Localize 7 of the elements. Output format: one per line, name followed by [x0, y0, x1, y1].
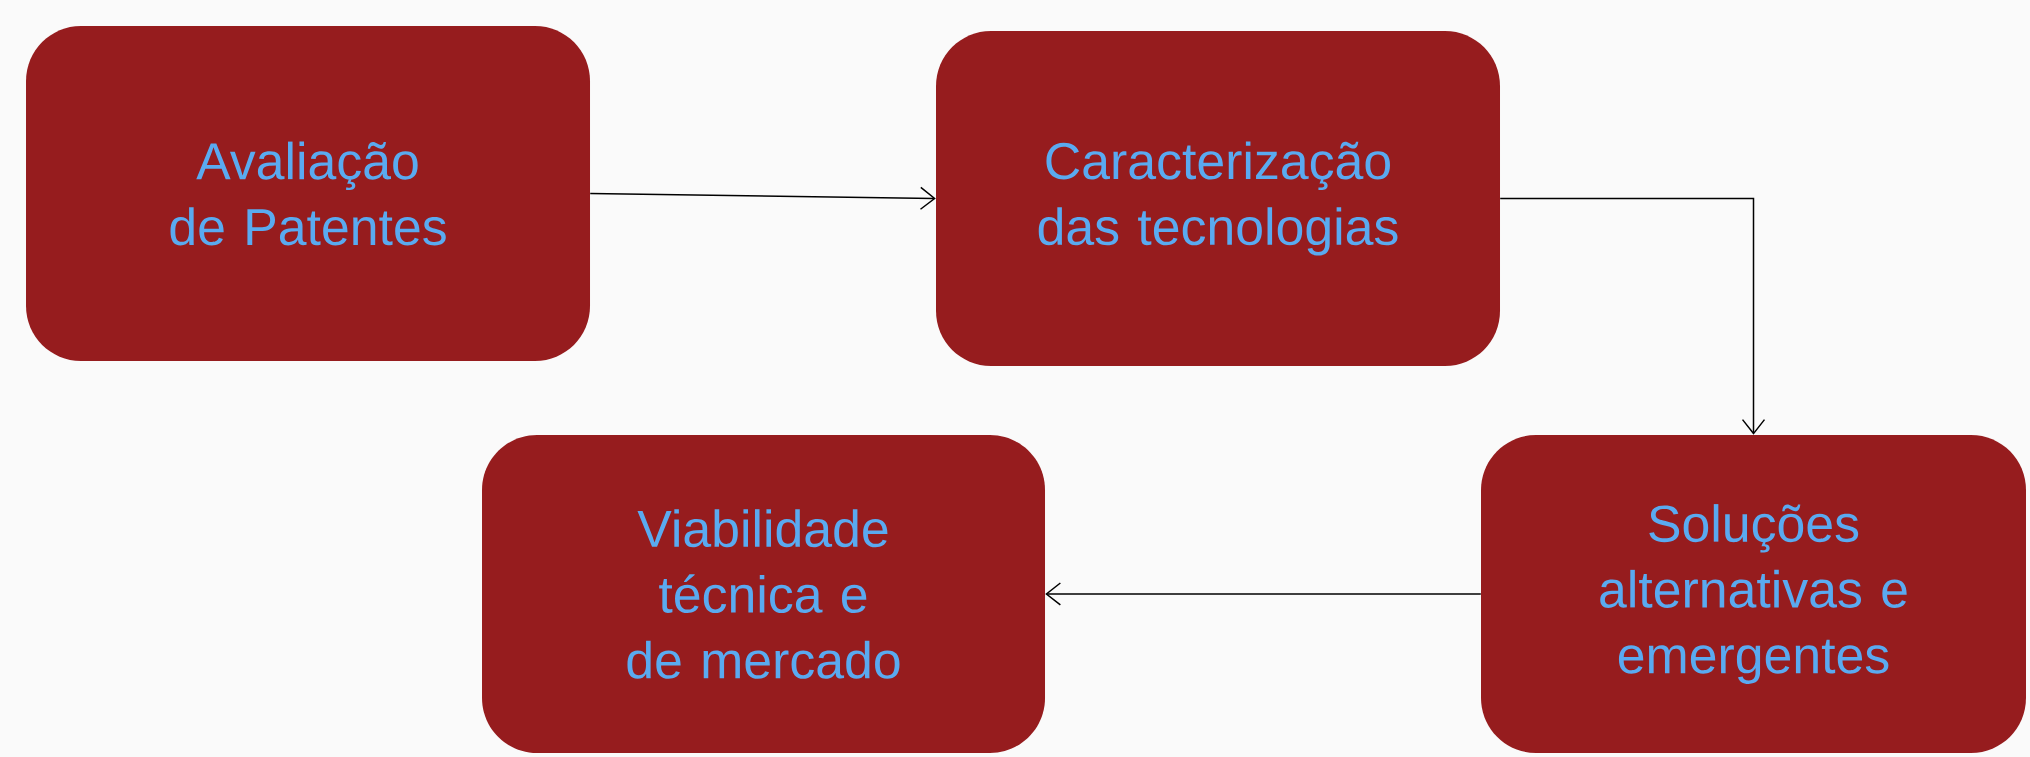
- arrow: [589, 186, 936, 210]
- process-box: Viabilidade técnica e de mercado: [482, 435, 1045, 753]
- process-box: Soluções alternativas e emergentes: [1481, 435, 2026, 753]
- arrow: [1045, 582, 1482, 606]
- arrow: [1499, 197, 1766, 435]
- process-box: Caracterização das tecnologias: [936, 31, 1500, 366]
- process-box: Avaliação de Patentes: [26, 26, 590, 361]
